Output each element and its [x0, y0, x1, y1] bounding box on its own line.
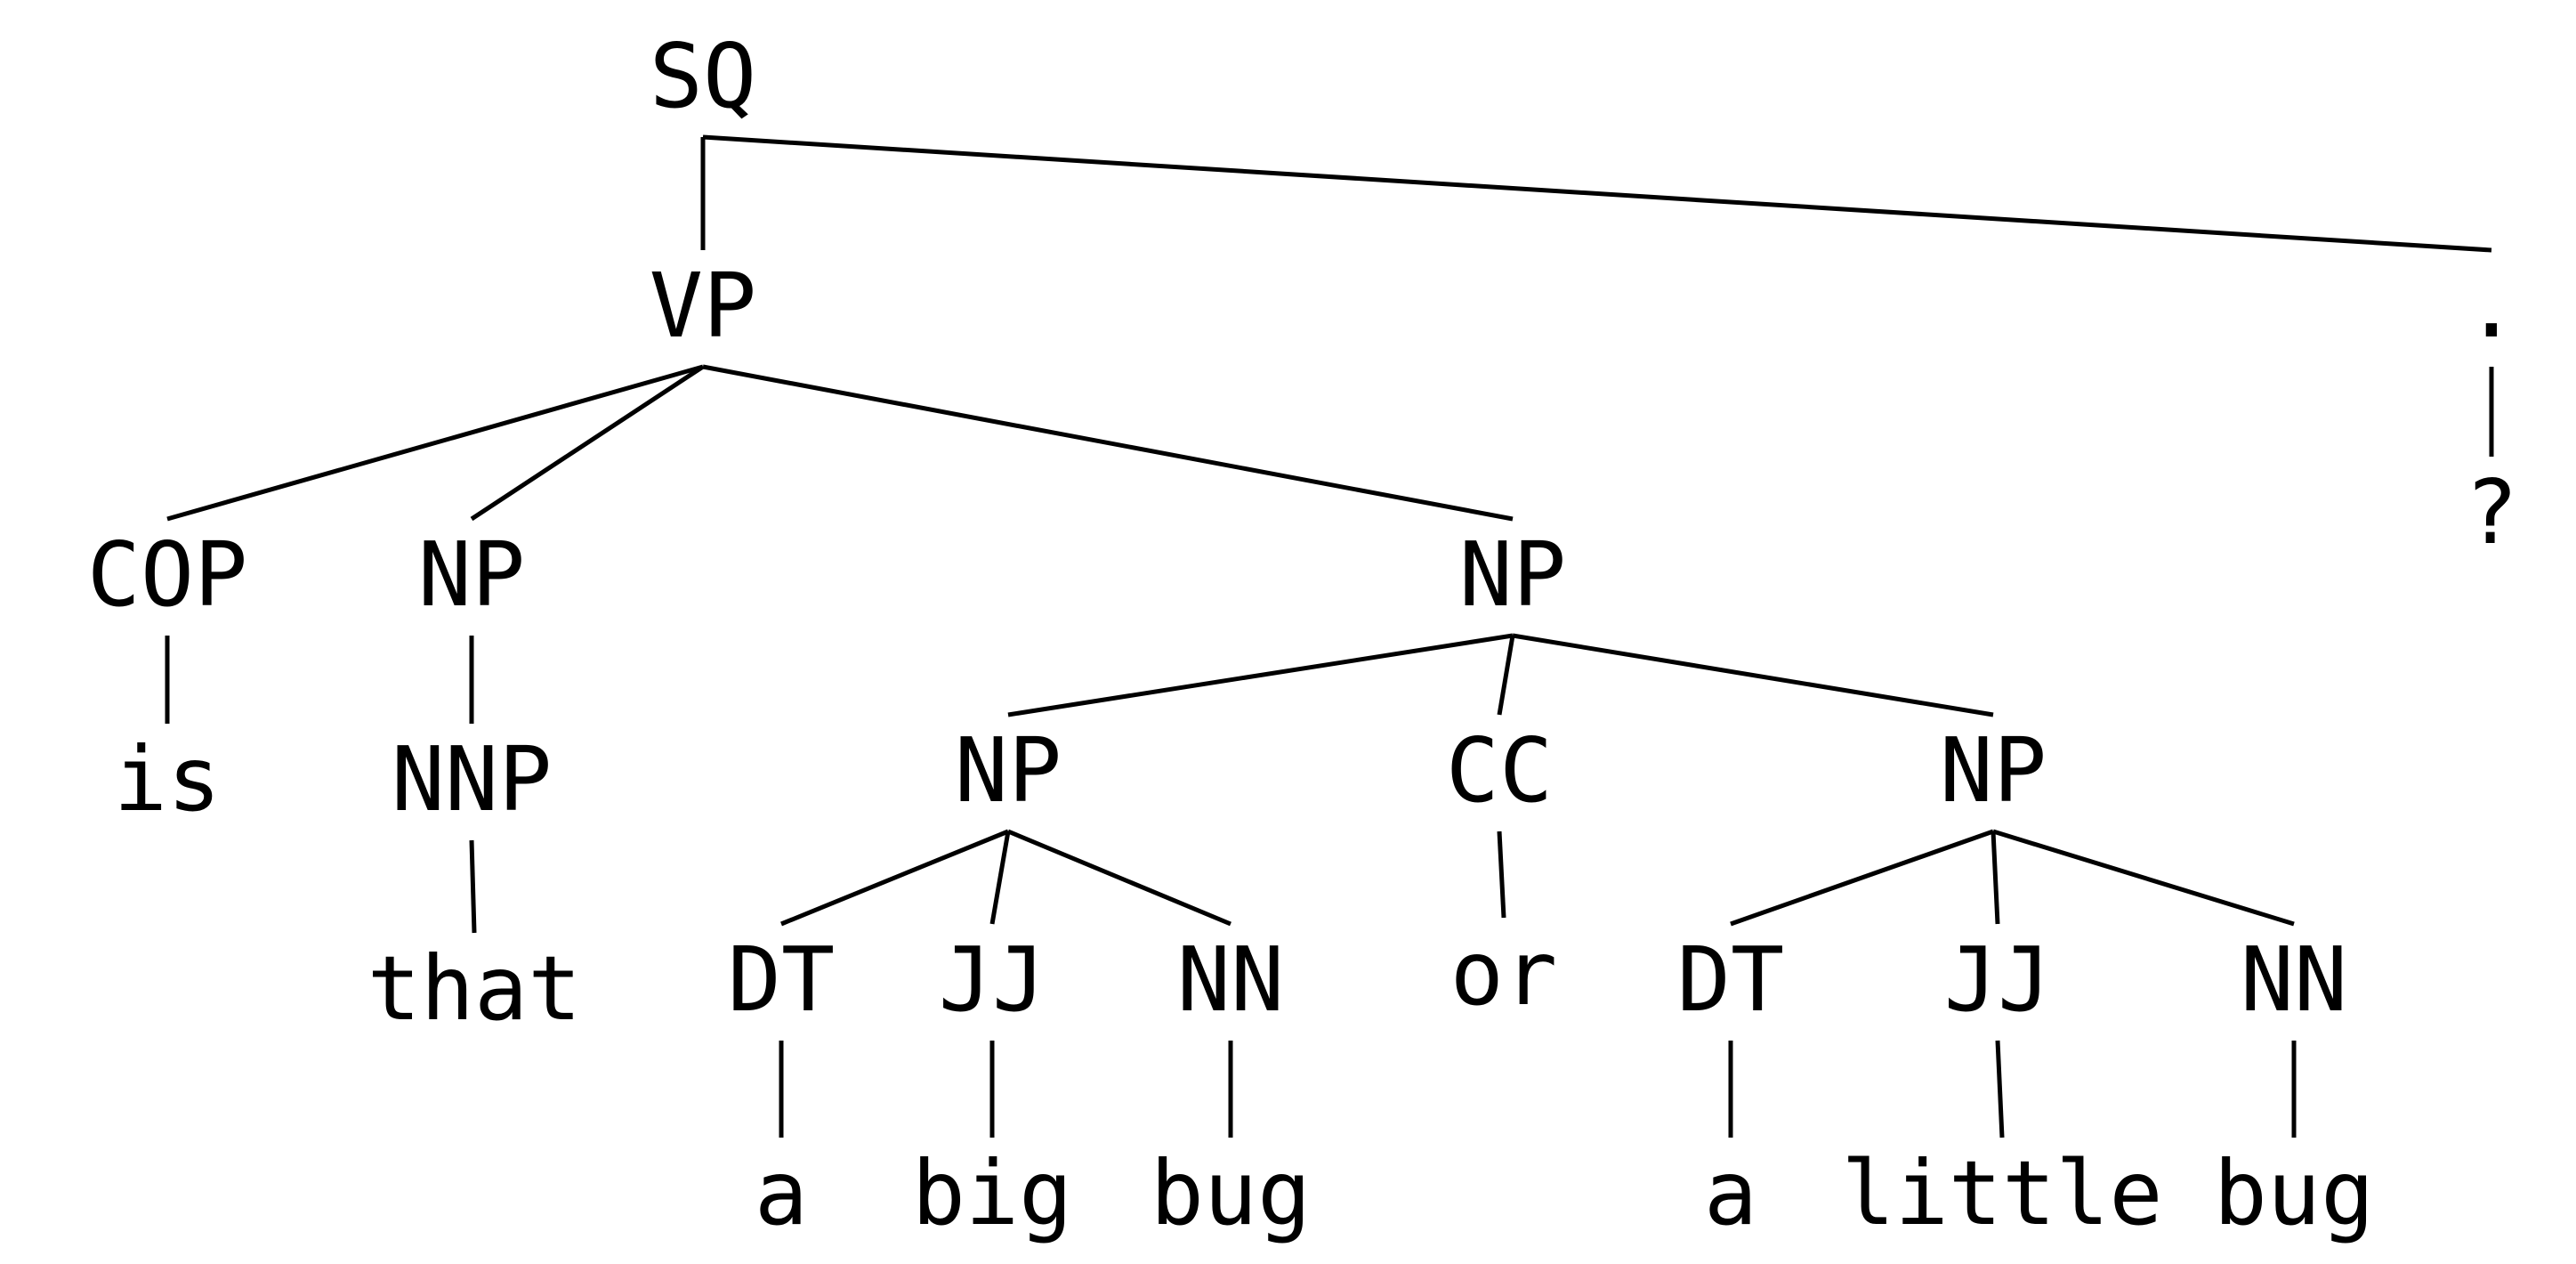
node-dt-left: DT — [728, 928, 835, 1032]
word-or: or — [1450, 921, 1557, 1025]
edge-vp-to-np-subject — [470, 364, 705, 522]
edge-nnp-to-word-that — [469, 839, 477, 934]
word-bug-right: bug — [2214, 1141, 2375, 1245]
node-nn-left: NN — [1177, 928, 1284, 1032]
edge-np-coord-to-np-right — [1512, 633, 1994, 717]
edge-vp-to-cop — [166, 364, 704, 522]
node-jj-left: JJ — [939, 928, 1046, 1032]
node-np-left: NP — [955, 718, 1062, 822]
word-big: big — [912, 1141, 1073, 1245]
tree-labels: SQ VP . ? COP NP NP is NNP that NP CC NP… — [87, 24, 2518, 1245]
edge-np-left-to-dt-left — [780, 829, 1009, 927]
word-is: is — [114, 727, 221, 831]
edge-cc-to-word-or — [1497, 831, 1506, 919]
node-np-coordination: NP — [1459, 523, 1566, 627]
node-period: . — [2465, 254, 2518, 358]
edge-np-coord-to-cc — [1497, 635, 1515, 716]
edge-np-left-to-nn-left — [1007, 829, 1231, 927]
edge-np-right-to-nn-right — [1992, 829, 2295, 927]
edge-np-left-to-jj-left — [989, 831, 1011, 925]
node-nnp: NNP — [392, 727, 553, 831]
edge-np-coord-to-np-left — [1007, 633, 1514, 717]
edge-np-right-to-jj-right — [1991, 831, 2000, 925]
edge-sq-to-period — [702, 134, 2492, 253]
node-vp: VP — [650, 254, 756, 358]
word-a-left: a — [755, 1141, 808, 1245]
tree-edges — [165, 134, 2494, 1138]
edge-jj-right-to-word-little — [1995, 1040, 2005, 1138]
node-dt-right: DT — [1677, 928, 1784, 1032]
node-question-mark: ? — [2465, 460, 2518, 564]
node-np-right: NP — [1940, 718, 2047, 822]
edge-vp-to-np-coord — [702, 364, 1514, 522]
node-np-subject: NP — [418, 523, 525, 627]
node-sq: SQ — [650, 24, 756, 128]
word-bug-left: bug — [1151, 1141, 1312, 1245]
word-that: that — [367, 936, 582, 1041]
word-little: little — [1841, 1141, 2162, 1245]
node-jj-right: JJ — [1944, 928, 2051, 1032]
node-nn-right: NN — [2241, 928, 2347, 1032]
node-cop: COP — [87, 523, 248, 627]
edge-np-right-to-dt-right — [1730, 829, 1994, 927]
node-cc: CC — [1446, 718, 1553, 822]
word-a-right: a — [1704, 1141, 1757, 1245]
